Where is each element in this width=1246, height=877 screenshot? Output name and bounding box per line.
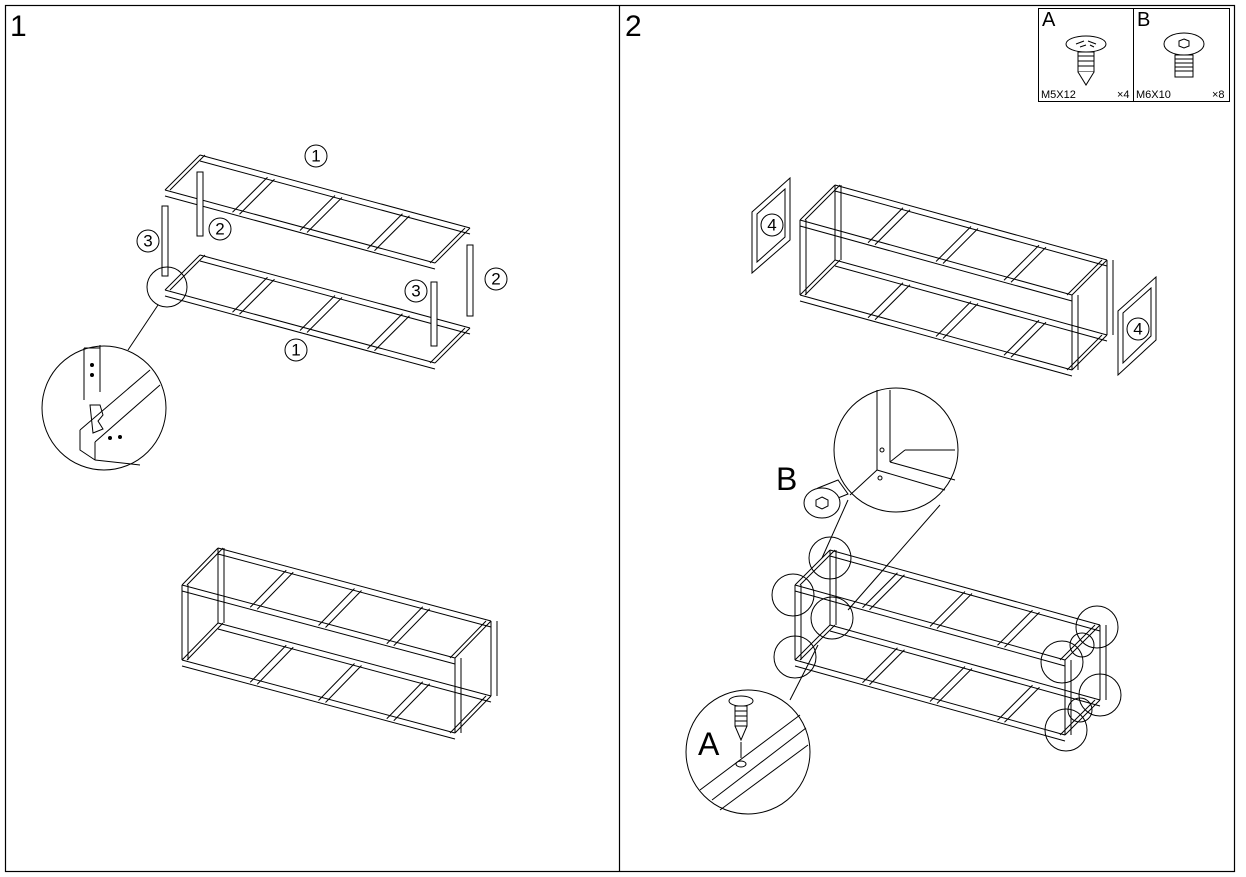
screw-location-circle: [773, 635, 817, 679]
exploded-frame-step1: [164, 154, 471, 370]
part-label-1-bottom: 1: [291, 341, 300, 360]
side-panels: [751, 176, 1157, 377]
hardware-legend: A B M5X12 ×4 M6X10 ×8: [1038, 8, 1230, 102]
part-label-3-left: 3: [143, 232, 152, 251]
frame-with-panels-step2-top: [799, 184, 1108, 302]
detail-label-b: B: [776, 461, 797, 497]
part-label-2-left: 2: [215, 220, 224, 239]
assembled-frame-step1-top: [181, 547, 492, 665]
screw-location-circle: [1044, 708, 1088, 752]
bottom-frame-part-1: [164, 254, 471, 370]
detail-label-a: A: [698, 726, 720, 762]
panel-label-left: 4: [767, 216, 776, 235]
screw-location-circle: [1078, 673, 1122, 717]
leg-part-2-left: [196, 171, 204, 237]
screw-location-circle: [1040, 640, 1084, 684]
frame-with-panels-step2-bottom: [799, 259, 1108, 377]
hardware-b-qty: ×8: [1212, 89, 1225, 101]
part-label-2-right: 2: [491, 270, 500, 289]
hardware-b-size: M6X10: [1136, 89, 1171, 101]
top-frame-part-1: [164, 154, 471, 270]
hardware-a-letter: A: [1042, 9, 1056, 31]
screw-location-circle: [1067, 697, 1093, 723]
frame-drawings: [161, 154, 1114, 742]
corner-detail-callout-a: [685, 644, 819, 815]
leg-part-2-right: [466, 244, 474, 317]
screw-location-circle: [810, 596, 854, 640]
final-frame-step2-top: [794, 549, 1101, 667]
corner-detail-callout-step1: [41, 266, 188, 471]
hardware-b-letter: B: [1137, 9, 1150, 31]
frame-with-panels-step2: [799, 184, 1114, 377]
self-tapping-screw-icon: [1065, 35, 1107, 86]
hex-socket-bolt-icon: [1163, 32, 1205, 78]
screw-location-circle: [1069, 632, 1095, 658]
panel-label-right: 4: [1133, 320, 1142, 339]
hardware-a-size: M5X12: [1041, 89, 1076, 101]
assembled-frame-step1: [181, 547, 498, 740]
screw-location-circle: [808, 536, 852, 580]
part-label-1-top: 1: [311, 147, 320, 166]
step-number-2: 2: [625, 10, 642, 43]
screw-location-circles: [771, 536, 1122, 752]
corner-detail-callout-b: [803, 387, 959, 611]
screw-location-circle: [1075, 605, 1119, 649]
hardware-a-qty: ×4: [1117, 89, 1130, 101]
step-number-1: 1: [10, 10, 27, 43]
screw-location-circle: [771, 573, 815, 617]
part-labels-step1: [136, 144, 508, 362]
part-label-3-right: 3: [411, 282, 420, 301]
assembled-frame-step1-bottom: [181, 622, 492, 740]
leg-part-3-right: [430, 281, 438, 347]
leg-part-3-left: [161, 205, 169, 277]
final-frame-step2: [794, 549, 1107, 742]
